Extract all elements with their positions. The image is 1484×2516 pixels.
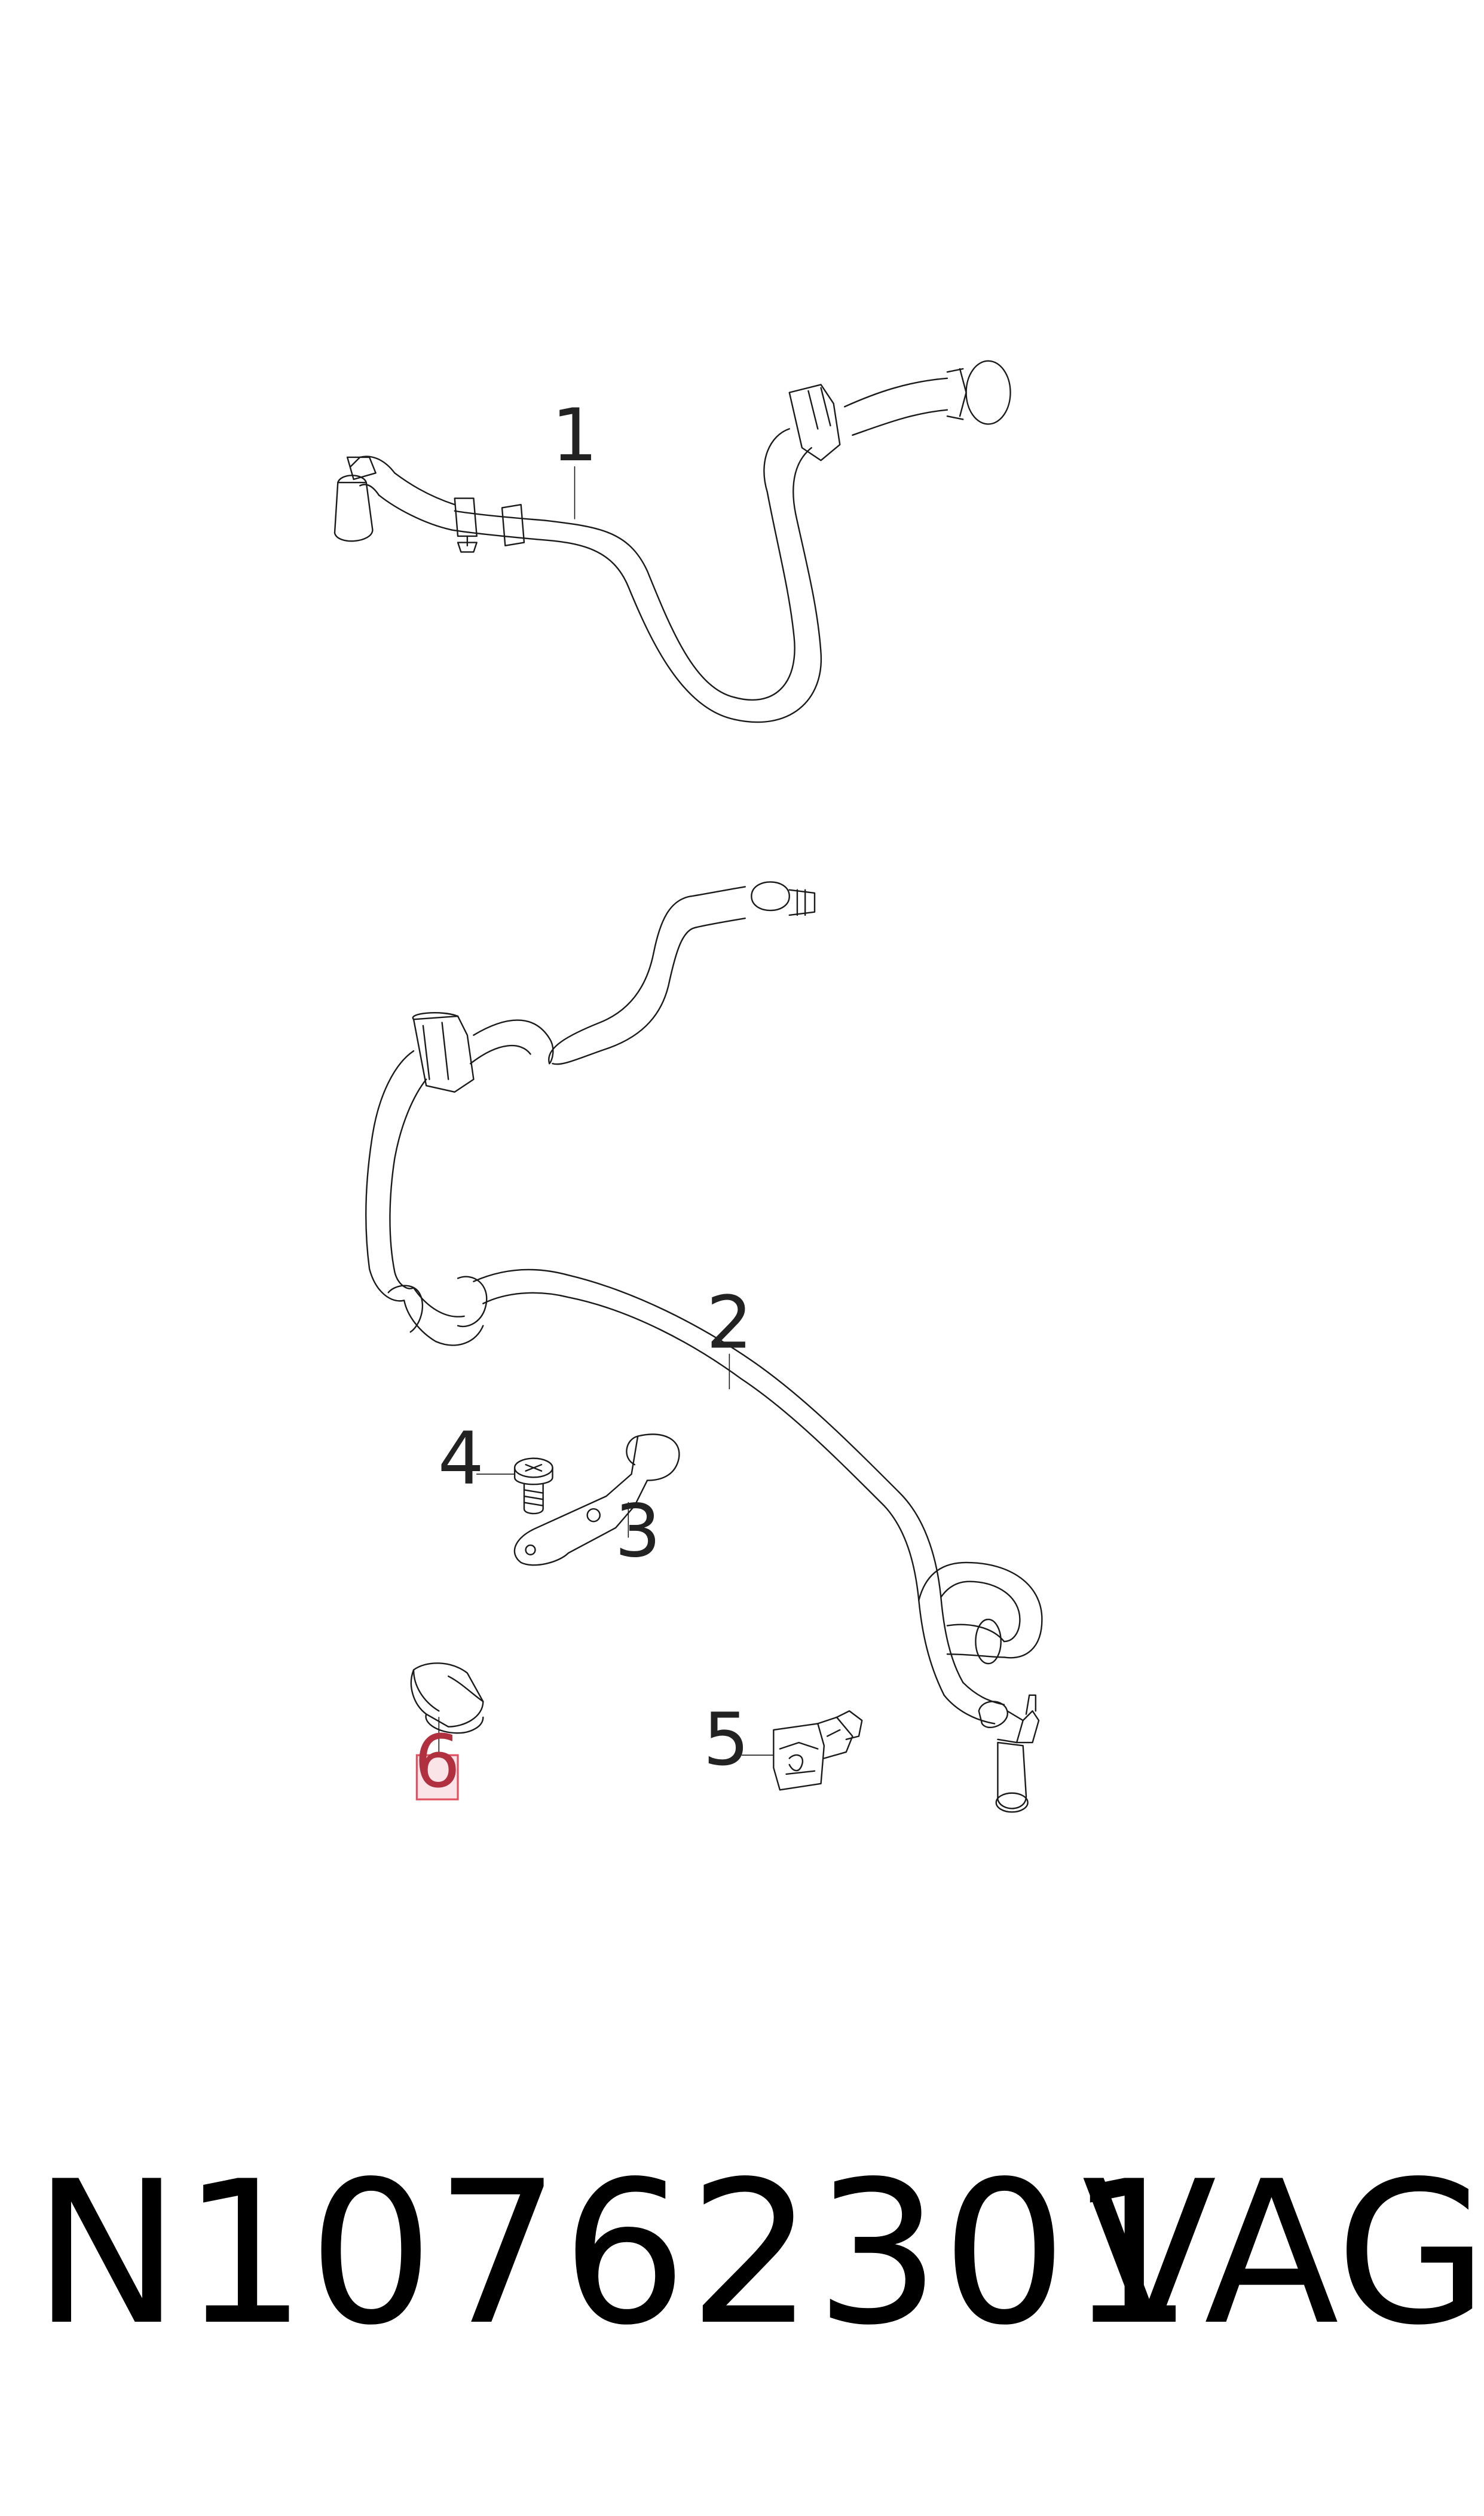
bolt-4 (477, 1459, 553, 1514)
part-number: N10762301 (33, 2139, 1195, 2368)
footer: N10762301 VAG (0, 2128, 1484, 2379)
callout-label-6: 6 (414, 1719, 460, 1804)
clip-5 (742, 1711, 862, 1790)
sleeve-6 (411, 1663, 483, 1755)
callout-highlight-box-6 (415, 1754, 459, 1800)
callout-label-5: 5 (703, 1697, 749, 1782)
callout-label-2: 2 (706, 1280, 752, 1365)
parts-diagram: 1 2 3 4 5 6 (0, 0, 1484, 2032)
callout-label-4: 4 (438, 1416, 484, 1501)
brand-name: VAG (1082, 2139, 1484, 2368)
hose-assembly-2 (366, 882, 1042, 1812)
bracket-3 (515, 1434, 679, 1565)
callout-label-3: 3 (615, 1488, 661, 1573)
callout-label-1: 1 (552, 393, 598, 478)
hose-assembly-1 (335, 361, 1011, 722)
